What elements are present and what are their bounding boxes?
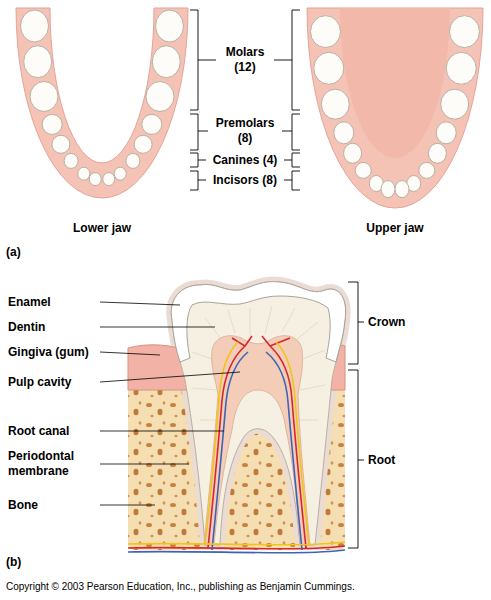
tooth-group-label: Canines (4) xyxy=(213,153,278,168)
molar xyxy=(24,46,52,78)
bracket xyxy=(348,282,364,364)
bracket xyxy=(284,153,300,167)
leader-line xyxy=(100,352,160,355)
premolar xyxy=(42,114,62,134)
vessels-nerves xyxy=(128,336,345,553)
incisor xyxy=(89,173,101,186)
part-label: Dentin xyxy=(8,320,45,335)
upper-palate xyxy=(307,8,483,208)
region-label: Crown xyxy=(368,315,405,330)
leader-line xyxy=(100,372,240,382)
molar xyxy=(321,89,349,119)
canine xyxy=(355,162,371,178)
leader-line xyxy=(100,505,155,506)
incisor xyxy=(78,167,90,180)
tooth-group-label: Molars (12) xyxy=(226,45,265,75)
premolar xyxy=(134,135,152,153)
palate-inner xyxy=(340,8,450,158)
premolar xyxy=(142,114,162,134)
periodontal-membrane xyxy=(171,282,345,545)
part-label: Periodontal membrane xyxy=(8,449,98,479)
molar xyxy=(146,82,174,112)
tooth-group-brackets xyxy=(190,10,300,190)
leader-lines xyxy=(100,302,240,505)
bracket xyxy=(348,370,364,548)
molar xyxy=(21,10,49,42)
tooth-group-label: Incisors (8) xyxy=(213,173,277,188)
region-label: Root xyxy=(368,453,395,468)
dentin xyxy=(171,282,345,545)
part-label: Root canal xyxy=(8,424,69,439)
premolar xyxy=(344,143,362,163)
bracket xyxy=(284,171,300,190)
copyright-note: Copyright © 2003 Pearson Education, Inc.… xyxy=(6,579,355,594)
molar xyxy=(152,46,180,78)
canine xyxy=(64,153,78,168)
part-brackets xyxy=(348,282,364,548)
artery xyxy=(128,336,345,549)
pulp xyxy=(204,336,310,545)
upper-teeth xyxy=(311,16,480,198)
molar xyxy=(156,10,184,42)
molar xyxy=(314,52,344,84)
part-label: Pulp cavity xyxy=(8,375,71,390)
incisor xyxy=(395,181,409,198)
molar xyxy=(311,16,341,48)
part-label: Bone xyxy=(8,498,38,513)
molar xyxy=(30,82,58,112)
premolar xyxy=(334,122,354,144)
molar xyxy=(441,89,469,119)
incisor xyxy=(114,167,126,180)
leader-line xyxy=(100,431,224,432)
molar xyxy=(446,52,476,84)
premolar xyxy=(52,135,70,153)
bracket xyxy=(190,114,208,150)
incisor xyxy=(381,181,395,198)
jaw-label: Lower jaw xyxy=(73,221,131,236)
lower-teeth xyxy=(21,10,184,186)
bracket xyxy=(190,153,206,167)
leader-line xyxy=(100,464,189,465)
premolar xyxy=(428,143,446,163)
bracket xyxy=(190,10,216,110)
vein xyxy=(128,352,345,553)
panel-letter: (b) xyxy=(6,555,21,570)
bracket xyxy=(282,114,300,150)
bracket xyxy=(274,10,300,110)
part-label: Enamel xyxy=(8,295,51,310)
leader-line xyxy=(100,327,215,328)
molar xyxy=(450,16,480,48)
canine xyxy=(419,162,435,178)
leader-line xyxy=(100,302,180,305)
incisor xyxy=(103,173,115,186)
bracket xyxy=(190,171,206,190)
lower-gum xyxy=(16,8,188,198)
tooth-group-label: Premolars (8) xyxy=(216,116,275,146)
premolar xyxy=(436,122,456,144)
panel-letter: (a) xyxy=(6,245,21,260)
part-label: Gingiva (gum) xyxy=(8,345,89,360)
canine xyxy=(126,153,140,168)
jaw-label: Upper jaw xyxy=(366,221,423,236)
